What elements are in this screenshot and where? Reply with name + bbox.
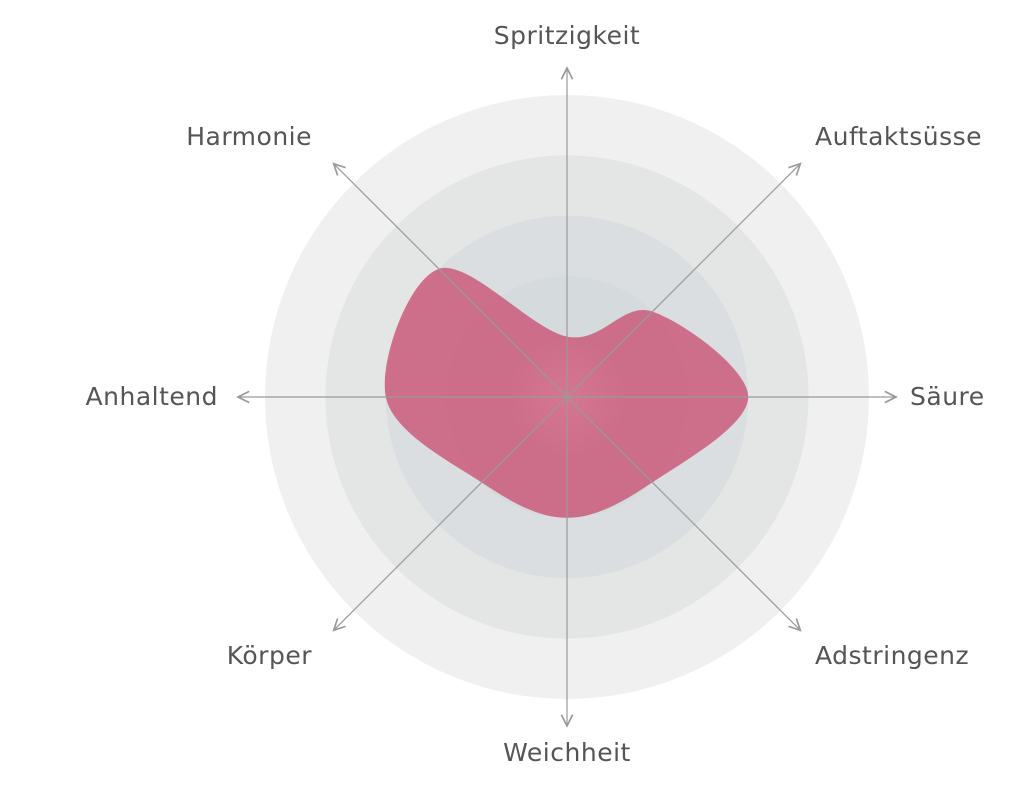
axis-label: Spritzigkeit — [494, 21, 640, 50]
axis-line — [334, 396, 568, 630]
axis-label: Anhaltend — [86, 382, 218, 411]
axis-label: Weichheit — [503, 738, 631, 767]
axis-label: Harmonie — [186, 122, 312, 151]
axis-line — [566, 396, 800, 630]
axis-label: Säure — [910, 382, 985, 411]
axis-label: Körper — [227, 641, 312, 670]
axis-line — [566, 164, 800, 398]
axis-label: Auftaktsüsse — [815, 122, 982, 151]
axis-label: Adstringenz — [815, 641, 969, 670]
axis-line — [334, 164, 568, 398]
